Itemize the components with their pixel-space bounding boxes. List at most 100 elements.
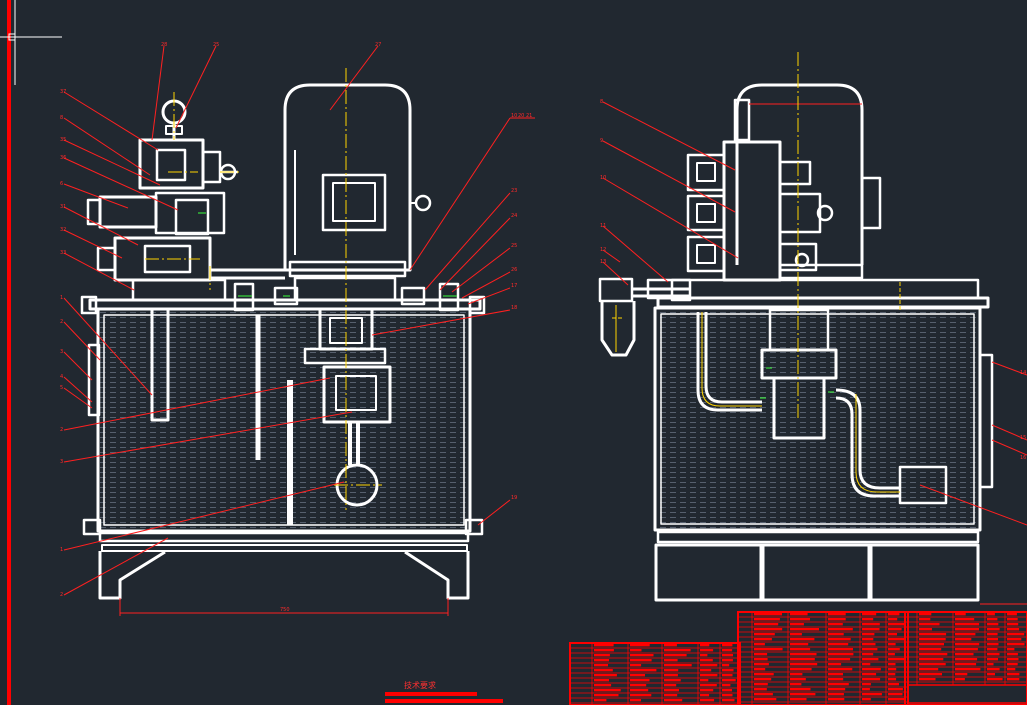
table-cell-text: [594, 689, 621, 692]
table-cell-text: [987, 658, 998, 661]
table-cell-text: [722, 674, 733, 677]
oil-tank-side: [653, 306, 982, 602]
right-view-accents: [760, 367, 834, 399]
callout: 15: [1020, 435, 1026, 441]
table-cell-text: [888, 673, 896, 676]
left-view-callouts: 37 8 35 36 6 31 32 33 1 2 3 4 5 2 3 1 2 …: [60, 42, 532, 613]
callout: 3: [60, 349, 63, 355]
table-cell-text: [987, 628, 1000, 631]
table-cell-text: [987, 623, 999, 626]
table-cell-text: [630, 659, 652, 662]
table-cell-text: [700, 644, 710, 647]
table-cell-text: [919, 663, 946, 666]
pump-side: [696, 308, 948, 505]
table-cell-text: [700, 679, 709, 682]
table-cell-text: [664, 694, 678, 697]
table-cell-text: [700, 694, 710, 697]
callout: 5: [60, 385, 63, 391]
parts-list-table: [569, 611, 1027, 705]
table-cell-text: [594, 679, 609, 682]
table-cell-text: [790, 653, 817, 656]
table-cell-text: [828, 658, 851, 661]
table-cell-text: [700, 649, 714, 652]
table-cell-text: [919, 613, 932, 616]
table-cell-text: [1007, 673, 1020, 676]
table-cell-text: [754, 698, 777, 701]
table-cell-text: [987, 613, 995, 616]
callout: 10: [511, 113, 517, 119]
callout: 28: [161, 42, 167, 48]
table-cell-text: [862, 653, 874, 656]
table-cell-text: [828, 628, 853, 631]
table-cell-text: [594, 684, 612, 687]
callout: 36: [60, 155, 66, 161]
table-cell-text: [722, 654, 733, 657]
table-cell-text: [630, 664, 642, 667]
table-cell-text: [987, 618, 998, 621]
table-cell-text: [862, 618, 874, 621]
callout: 26: [511, 267, 517, 273]
table-cell-text: [828, 648, 853, 651]
table-cell-text: [919, 643, 944, 646]
callout: 1: [60, 547, 63, 553]
callout: 23: [511, 188, 517, 194]
table-cell-text: [955, 643, 980, 646]
table-cell-text: [862, 623, 880, 626]
table-cell-text: [862, 673, 877, 676]
table-cell-text: [888, 683, 899, 686]
table-cell-text: [754, 623, 779, 626]
table-cell-text: [790, 698, 807, 701]
table-cell-text: [987, 673, 995, 676]
table-cell-text: [828, 638, 851, 641]
right-view-side-section: [598, 83, 994, 602]
table-cell-text: [630, 669, 657, 672]
table-cell-text: [630, 654, 654, 657]
table-cell-text: [754, 668, 766, 671]
cover-plate-side: [656, 296, 990, 309]
table-cell-text: [1007, 668, 1016, 671]
callout: 4: [60, 374, 63, 380]
table-cell-text: [754, 683, 768, 686]
table-cell-text: [919, 678, 936, 681]
table-cell-text: [888, 648, 900, 651]
table-cell-text: [888, 653, 895, 656]
table-cell-text: [722, 664, 730, 667]
table-cell-text: [754, 663, 769, 666]
tank-base-frame: [98, 544, 470, 600]
table-cell-text: [888, 618, 898, 621]
table-cell-text: [955, 613, 966, 616]
table-cell-text: [828, 653, 854, 656]
table-cell-text: [722, 679, 736, 682]
table-cell-text: [630, 699, 641, 702]
table-cell-text: [664, 669, 679, 672]
table-cell-text: [987, 678, 1003, 681]
table-cell-text: [955, 658, 978, 661]
table-cell-text: [955, 663, 977, 666]
table-cell-text: [754, 643, 765, 646]
table-cell-text: [790, 643, 809, 646]
table-cell-text: [664, 679, 681, 682]
valve-stack-side: [686, 140, 834, 282]
right-view-leaders: [602, 101, 1027, 605]
table-cell-text: [700, 654, 708, 657]
table-cell-text: [594, 659, 609, 662]
table-cell-text: [790, 683, 802, 686]
table-cell-text: [862, 678, 881, 681]
table-cell-text: [888, 638, 906, 641]
right-view-callouts: 8 9 10 11 12 13 14 15 16: [600, 99, 1026, 461]
table-cell-text: [594, 644, 614, 647]
callout: 6: [60, 181, 63, 187]
table-cell-text: [700, 699, 715, 702]
table-cell-text: [664, 649, 691, 652]
table-cell-text: [862, 698, 871, 701]
table-cell-text: [987, 663, 994, 666]
table-cell-text: [700, 664, 718, 667]
table-cell-text: [790, 613, 808, 616]
callout: 35: [60, 137, 66, 143]
table-cell-text: [754, 688, 767, 691]
table-cell-text: [630, 694, 652, 697]
table-cell-text: [1007, 638, 1022, 641]
table-cell-text: [828, 673, 843, 676]
table-cell-text: [955, 618, 975, 621]
